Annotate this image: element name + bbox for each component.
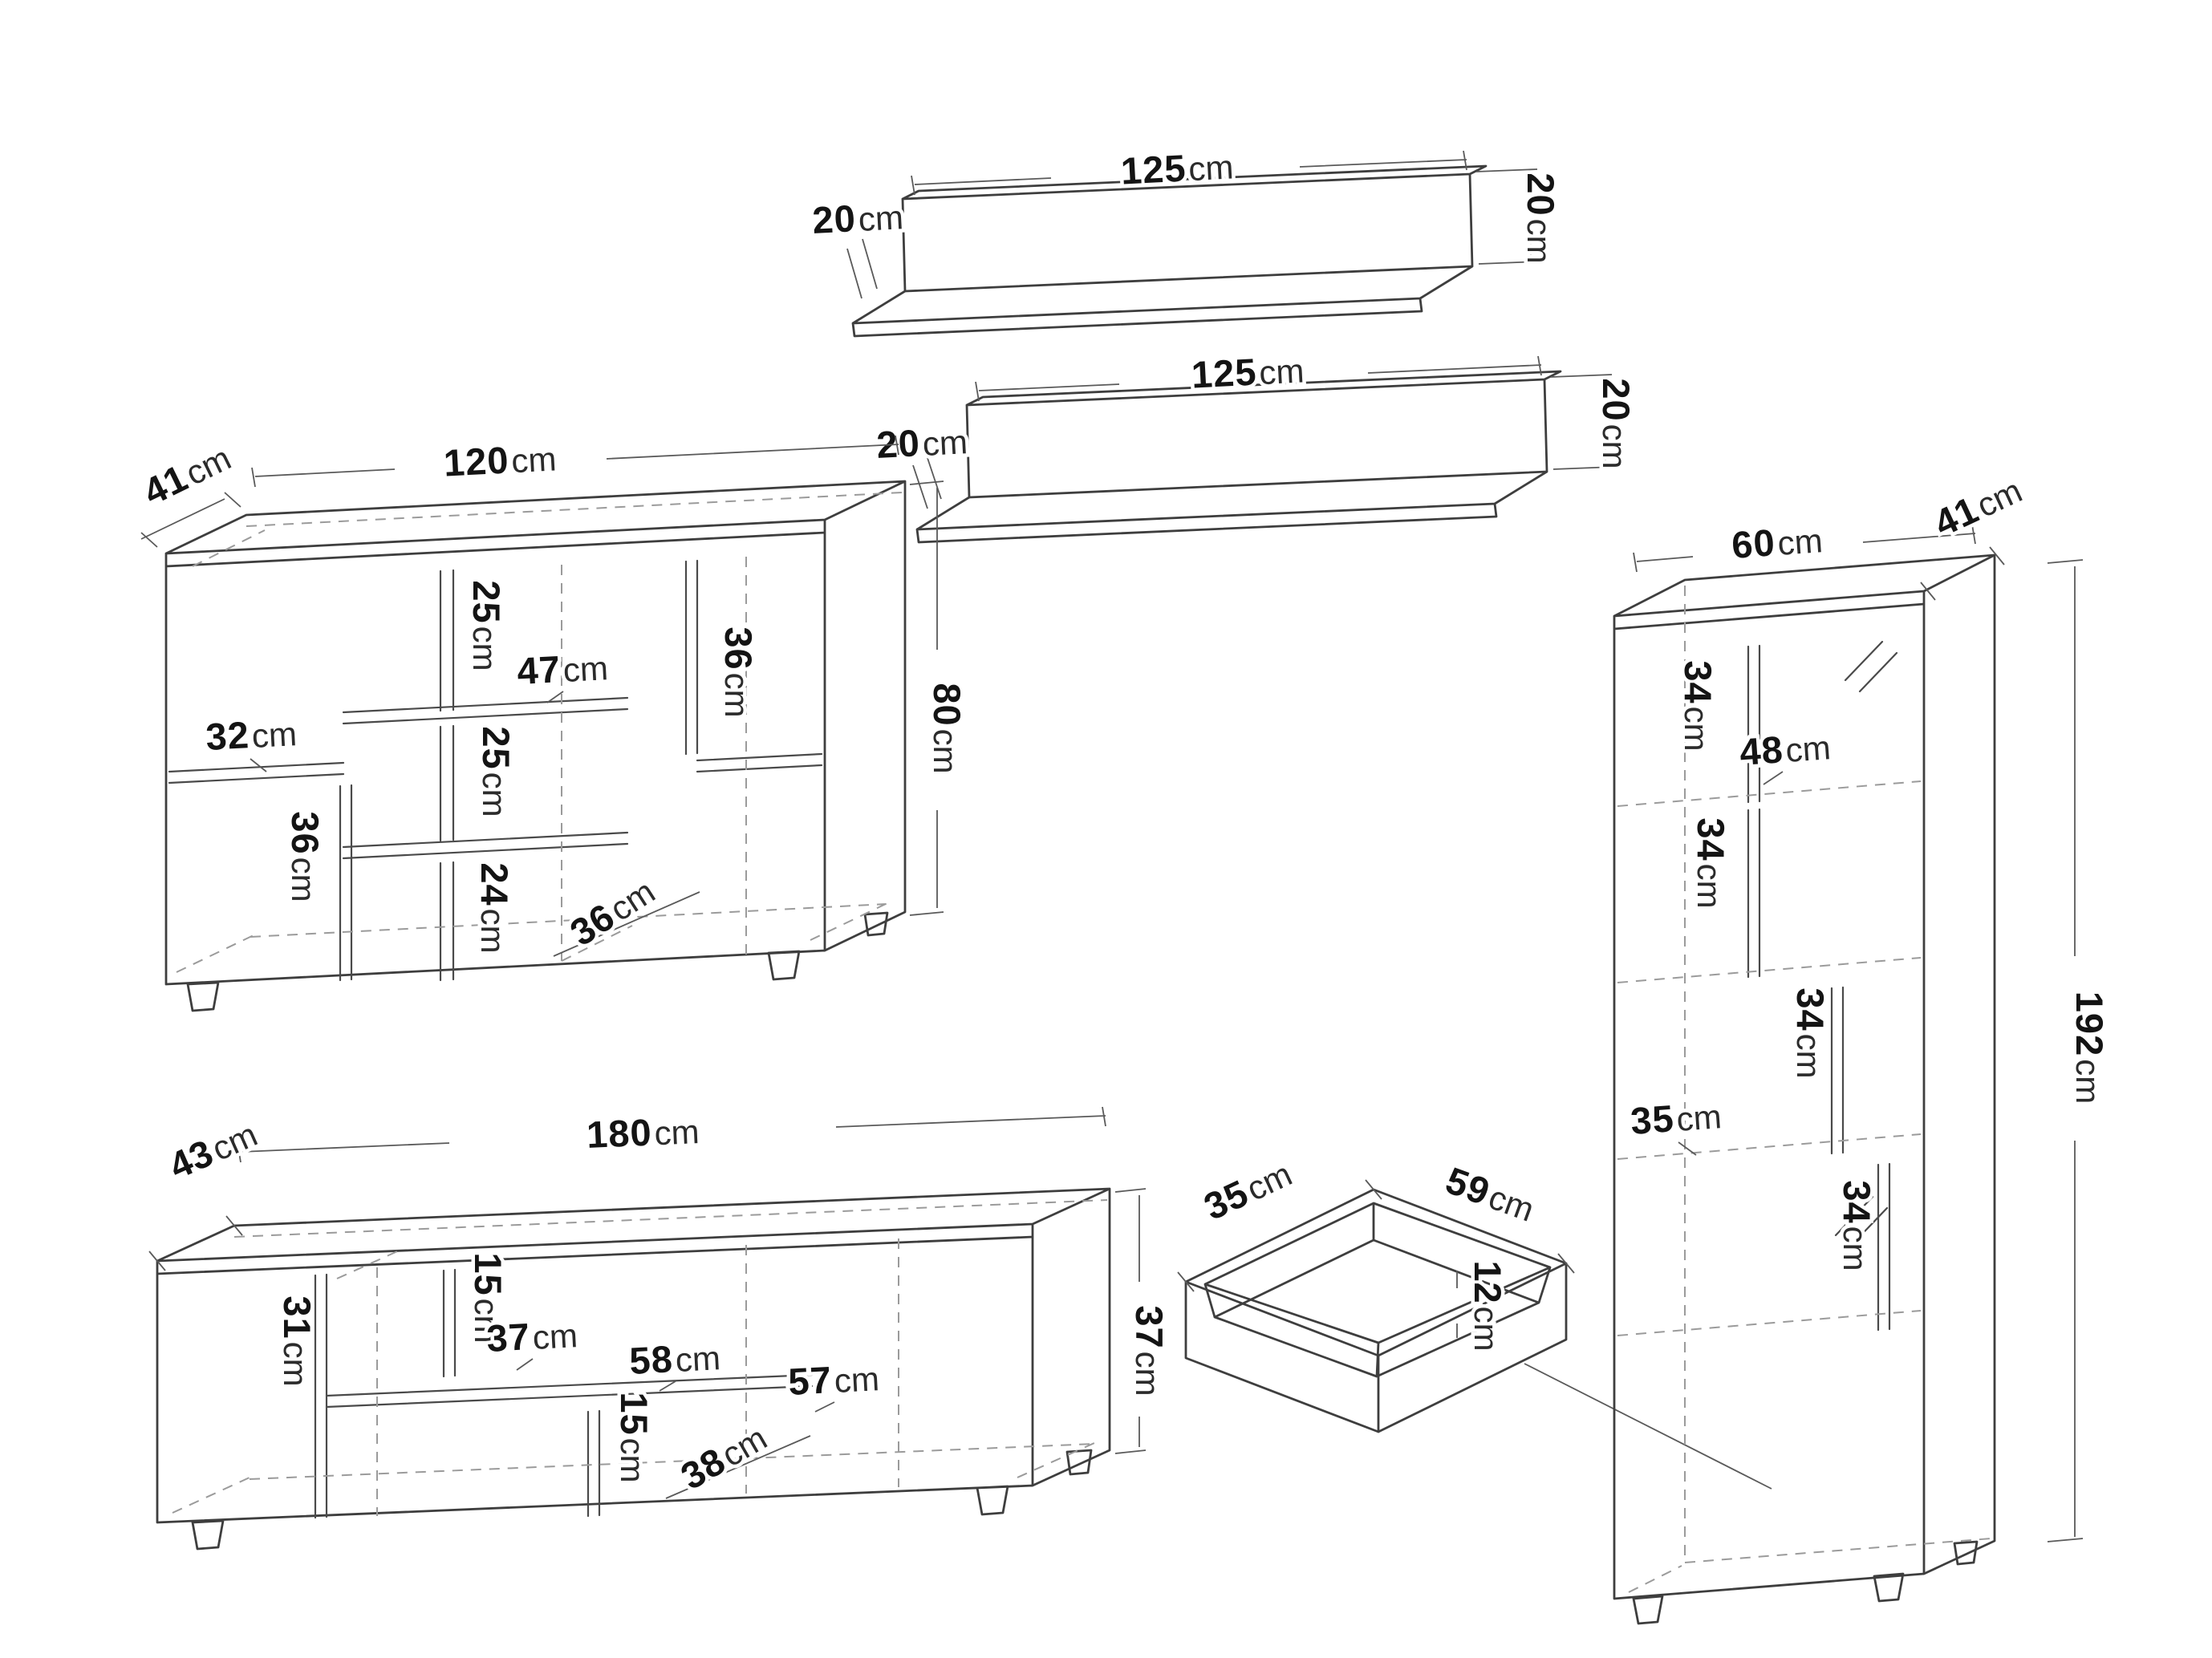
- drawer-height-label: 12cm: [1467, 1260, 1509, 1351]
- tall-cabinet-depth-label: 41cm: [1927, 468, 2027, 545]
- tv-stand-interior-label-5: 57cm: [787, 1356, 880, 1403]
- drawer-width-label: 35cm: [1197, 1151, 1297, 1228]
- tv-stand-interior-label-7: 38cm: [673, 1415, 773, 1498]
- sideboard-interior-label-7: 24cm: [473, 862, 516, 953]
- wall-shelf-2: 125cm 20cm 20cm: [872, 347, 1642, 544]
- wall-shelf-2-dimension-lines: [912, 355, 1615, 509]
- wall-shelf-1: 125cm 20cm 20cm: [808, 143, 1566, 338]
- tall-cabinet-interior-label-5: 35cm: [1629, 1093, 1723, 1142]
- tv-stand-width-label: 180cm: [586, 1109, 700, 1156]
- sideboard-dimension-lines: [140, 435, 944, 957]
- tv-stand-interior-label-6: 15cm: [613, 1392, 655, 1482]
- tall-cabinet-interior-label-1: 34cm: [1677, 660, 1719, 751]
- sideboard: 41cm 120cm 80cm 25cm 47cm 36cm 32cm 25cm…: [133, 435, 972, 1012]
- wall-shelf-2-height-label: 20cm: [1595, 378, 1638, 468]
- tall-cabinet-width-label: 60cm: [1730, 517, 1824, 566]
- wall-shelf-1-dimension-lines: [846, 150, 1540, 299]
- sideboard-interior-label-8: 36cm: [562, 869, 662, 954]
- tv-stand-interior-label-3: 37cm: [485, 1312, 578, 1360]
- tall-cabinet-interior-label-4: 34cm: [1789, 987, 1832, 1078]
- tv-stand-interior-label-2: 31cm: [276, 1295, 319, 1386]
- tall-cabinet-interior-label-3: 34cm: [1690, 817, 1732, 908]
- tall-cabinet: 60cm 41cm 192cm 34cm 48cm 34cm 34cm 35cm…: [1613, 468, 2115, 1625]
- sideboard-hidden-lines: [176, 492, 903, 973]
- tv-stand-hidden-lines: [172, 1199, 1108, 1516]
- drawer-dimension-lines: [1177, 1179, 1772, 1490]
- wall-shelf-1-depth-label: 20cm: [811, 194, 904, 241]
- sideboard-depth-label: 41cm: [136, 436, 237, 513]
- sideboard-outline: [164, 480, 907, 1012]
- tall-cabinet-interior-label-6: 34cm: [1836, 1180, 1878, 1271]
- sideboard-interior-label-2: 47cm: [516, 645, 609, 692]
- tv-stand-height-label: 37cm: [1128, 1305, 1171, 1396]
- wall-shelf-2-depth-label: 20cm: [875, 419, 968, 466]
- tv-stand-depth-label: 43cm: [163, 1112, 263, 1187]
- tv-stand-dimension-lines: [148, 1106, 1147, 1499]
- tall-cabinet-hidden-lines: [1617, 586, 1992, 1593]
- wall-shelf-2-length-label: 125cm: [1191, 347, 1305, 395]
- drawer-outline: [1184, 1188, 1568, 1433]
- wall-shelf-2-outline: [915, 370, 1562, 544]
- sideboard-interior-label-3: 36cm: [717, 626, 760, 717]
- tv-stand: 43cm 180cm 37cm 15cm 31cm 37cm 58cm 57cm…: [148, 1106, 1175, 1551]
- sideboard-interior-label-5: 25cm: [475, 726, 517, 817]
- tall-cabinet-interior-label-2: 48cm: [1738, 724, 1832, 773]
- tv-stand-interior-lines: [314, 1268, 814, 1519]
- wall-shelf-1-outline: [851, 164, 1488, 338]
- tall-cabinet-outline: [1613, 553, 1996, 1625]
- sideboard-interior-label-6: 36cm: [284, 811, 327, 902]
- wall-shelf-1-length-label: 125cm: [1120, 144, 1235, 192]
- sideboard-interior-label-1: 25cm: [465, 580, 508, 671]
- tv-stand-outline: [156, 1187, 1111, 1551]
- tall-cabinet-dimension-lines: [1633, 524, 2084, 1542]
- sideboard-interior-label-4: 32cm: [205, 711, 298, 758]
- tall-cabinet-interior-lines: [1747, 640, 1898, 1332]
- tall-cabinet-height-label: 192cm: [2068, 991, 2111, 1104]
- wall-shelf-1-height-label: 20cm: [1520, 172, 1562, 263]
- sideboard-width-label: 120cm: [443, 436, 558, 484]
- sideboard-height-label: 80cm: [926, 683, 968, 773]
- drawer: 35cm 59cm 12cm: [1177, 1151, 1772, 1490]
- tv-stand-interior-label-1: 15cm: [467, 1252, 509, 1343]
- drawer-depth-label: 59cm: [1440, 1158, 1540, 1230]
- tv-stand-interior-label-4: 58cm: [628, 1335, 721, 1382]
- sideboard-interior-lines: [168, 559, 823, 982]
